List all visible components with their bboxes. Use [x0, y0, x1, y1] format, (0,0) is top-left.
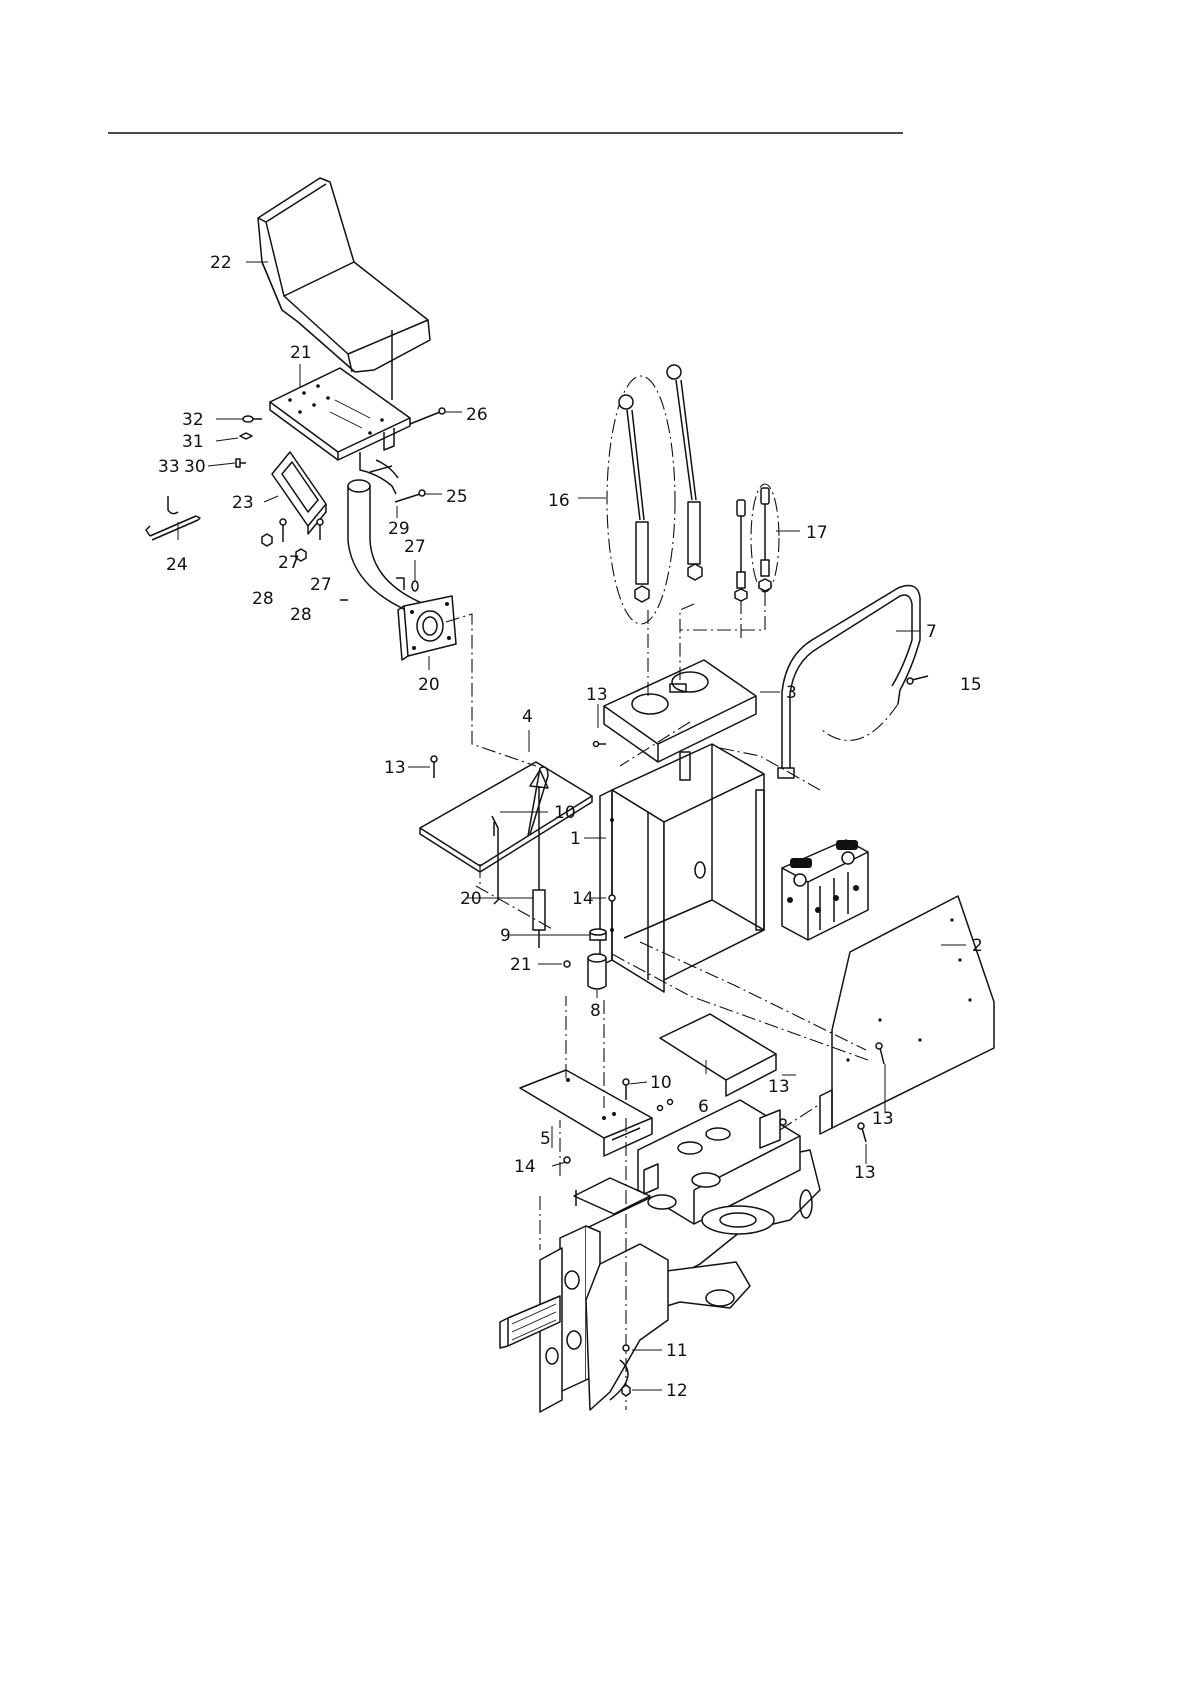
label-16: 16	[548, 491, 570, 511]
label-9: 9	[500, 926, 511, 946]
pedal-rods	[735, 484, 779, 601]
label-24: 24	[166, 555, 188, 575]
label-10-b: 10	[650, 1073, 672, 1093]
seat	[258, 178, 430, 400]
post-flange	[398, 596, 456, 660]
control-valve	[782, 840, 868, 940]
label-20-flange: 20	[418, 675, 440, 695]
label-27-c: 27	[310, 575, 332, 595]
console-frame	[600, 744, 764, 992]
label-5: 5	[540, 1129, 551, 1149]
guard-rail	[778, 586, 920, 778]
label-1: 1	[570, 829, 581, 849]
label-8: 8	[590, 1001, 601, 1021]
label-7: 7	[926, 622, 937, 642]
main-frame	[540, 1100, 820, 1412]
label-17: 17	[806, 523, 828, 543]
control-levers	[607, 365, 702, 624]
label-3: 3	[786, 683, 797, 703]
label-33: 33	[158, 457, 180, 477]
label-13-e: 13	[854, 1163, 876, 1183]
label-10-a: 10	[554, 803, 576, 823]
label-27-b: 27	[278, 553, 300, 573]
label-23: 23	[232, 493, 254, 513]
label-27-a: 27	[404, 537, 426, 557]
label-28-a: 28	[252, 589, 274, 609]
label-26: 26	[466, 405, 488, 425]
label-13-a: 13	[586, 685, 608, 705]
label-28-b: 28	[290, 605, 312, 625]
label-11: 11	[666, 1341, 688, 1361]
label-13-b: 13	[384, 758, 406, 778]
step-bracket-right	[660, 1014, 776, 1096]
part-number-labels: 22 21 32 31 33 30 23 24 26 25 29 27 27 2…	[158, 253, 983, 1401]
floor-plate	[420, 762, 592, 904]
lock-pin	[146, 516, 200, 540]
side-panel	[820, 896, 994, 1134]
label-29: 29	[388, 519, 410, 539]
label-4: 4	[522, 707, 533, 727]
seat-post	[340, 452, 424, 616]
label-22: 22	[210, 253, 232, 273]
label-15: 15	[960, 675, 982, 695]
leader-lines	[178, 262, 966, 1390]
label-14-b: 14	[514, 1157, 536, 1177]
label-6: 6	[698, 1097, 709, 1117]
label-21-bolt: 21	[510, 955, 532, 975]
label-14-a: 14	[572, 889, 594, 909]
label-25: 25	[446, 487, 468, 507]
seat-plate	[270, 368, 410, 460]
label-30: 30	[184, 457, 206, 477]
label-20-rod: 20	[460, 889, 482, 909]
label-32: 32	[182, 410, 204, 430]
label-2: 2	[972, 936, 983, 956]
pivot-block	[588, 929, 606, 989]
label-13-c: 13	[768, 1077, 790, 1097]
label-12: 12	[666, 1381, 688, 1401]
label-31: 31	[182, 432, 204, 452]
label-13-d: 13	[872, 1109, 894, 1129]
label-21-seat-plate: 21	[290, 343, 312, 363]
